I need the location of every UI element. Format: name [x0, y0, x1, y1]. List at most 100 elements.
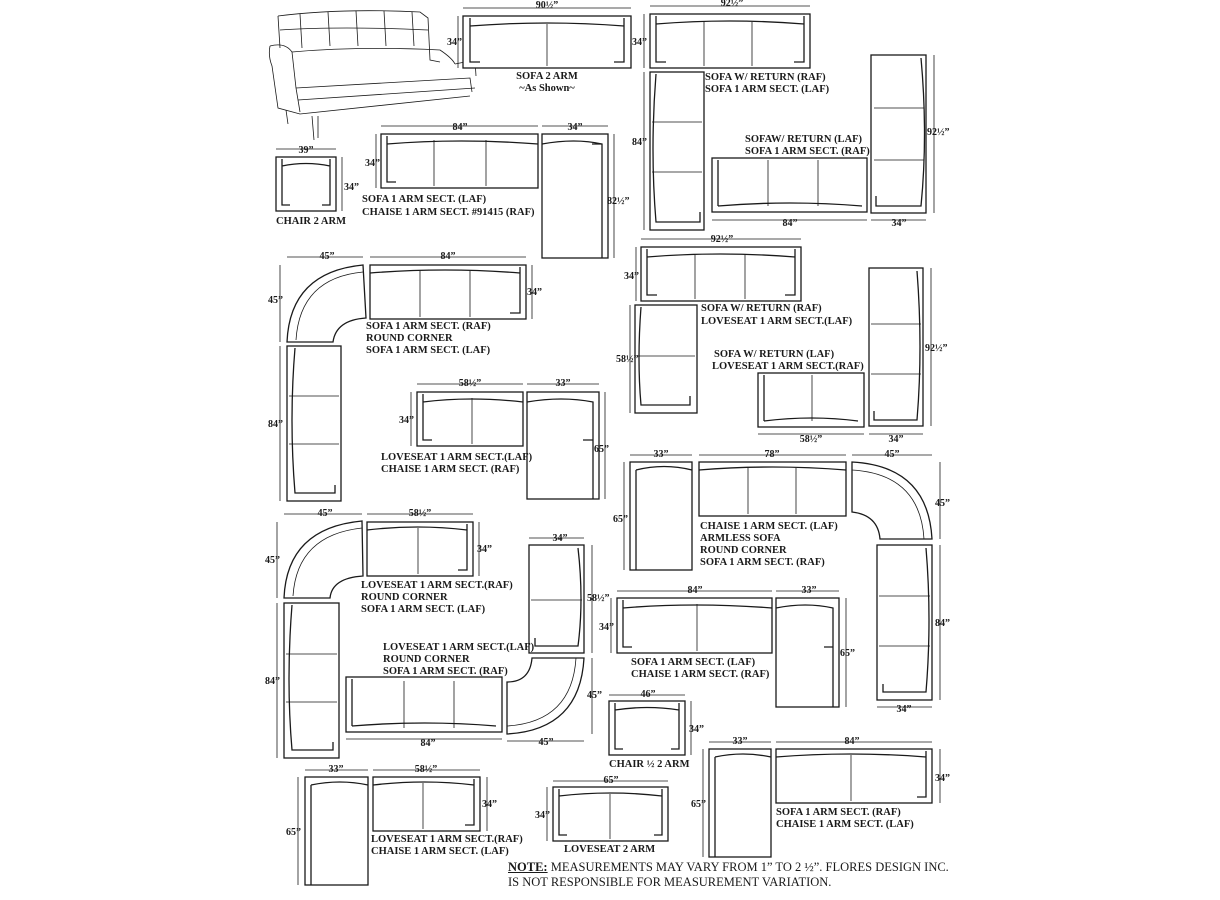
config-label: LOVESEAT 1 ARM SECT.(LAF) — [381, 452, 533, 463]
config-label: LOVESEAT 2 ARM — [564, 844, 655, 855]
note-heading: NOTE: — [508, 860, 548, 874]
dim-length: 58½” — [616, 354, 639, 365]
dim-width: 90½” — [536, 0, 559, 11]
dim-length: 92½” — [925, 343, 948, 354]
dim-width: 58½” — [459, 378, 482, 389]
dim-depth: 34” — [632, 37, 647, 48]
dim-depth: 34” — [482, 799, 497, 810]
chair-half-2-arm-diagram — [608, 694, 692, 756]
dim-chaise-width: 34” — [568, 122, 583, 133]
config-label: ROUND CORNER — [700, 545, 787, 556]
dim-width: 58½” — [800, 434, 823, 445]
loveseat-round-corner-raf-diagram — [345, 537, 593, 742]
measurement-note: NOTE: MEASUREMENTS MAY VARY FROM 1” TO 2… — [508, 860, 968, 890]
dim-chaise-length: 65” — [613, 514, 628, 525]
dim-chaise-width: 33” — [733, 736, 748, 747]
dim-corner-depth: 45” — [268, 295, 283, 306]
config-label: CHAISE 1 ARM SECT. #91415 (RAF) — [362, 207, 535, 218]
dim-width: 84” — [421, 738, 436, 749]
config-label: SOFA W/ RETURN (RAF) — [705, 72, 826, 83]
sofa-round-corner-diagram — [279, 256, 533, 502]
config-label: LOVESEAT 1 ARM SECT.(LAF) — [701, 316, 853, 327]
dim-corner-depth: 45” — [935, 498, 950, 509]
loveseat-2-arm-diagram — [546, 780, 669, 842]
sofa-chaise-raf-diagram — [610, 590, 847, 708]
chair-2-arm-diagram — [275, 148, 343, 212]
dim-length: 58½” — [587, 593, 610, 604]
config-label: CHAISE 1 ARM SECT. (RAF) — [381, 464, 520, 475]
chaise-sofa-raf-diagram — [702, 741, 941, 858]
config-label: ARMLESS SOFA — [700, 533, 781, 544]
dim-depth: 34” — [553, 533, 568, 544]
dim-corner-width: 45” — [539, 737, 554, 748]
config-label: CHAIR 2 ARM — [276, 216, 346, 227]
dim-corner-width: 45” — [320, 251, 335, 262]
sofa-return-loveseat-diagram — [629, 238, 802, 414]
config-label: SOFA 1 ARM SECT. (RAF) — [745, 146, 870, 157]
dim-width: 92½” — [711, 234, 734, 245]
config-label: SOFA W/ RETURN (RAF) — [701, 303, 822, 314]
config-label: ~As Shown~ — [519, 83, 575, 94]
dim-chaise-length: 65” — [594, 444, 609, 455]
dim-depth: 34” — [935, 773, 950, 784]
config-label: SOFA 1 ARM SECT. (LAF) — [705, 84, 830, 95]
dim-depth: 34” — [477, 544, 492, 555]
loveseat-chaise-diagram — [410, 383, 606, 500]
dim-depth: 34” — [689, 724, 704, 735]
dim-width: 39” — [299, 145, 314, 156]
note-line-1: NOTE: MEASUREMENTS MAY VARY FROM 1” TO 2… — [508, 860, 968, 875]
dim-width: 84” — [688, 585, 703, 596]
dim-depth: 34” — [897, 704, 912, 715]
dim-chaise-length: 65” — [286, 827, 301, 838]
dim-chaise-width: 33” — [556, 378, 571, 389]
chaise-armless-round-diagram — [623, 454, 941, 708]
dim-chaise-length: 65” — [840, 648, 855, 659]
config-label: LOVESEAT 1 ARM SECT.(RAF) — [361, 580, 513, 591]
dim-width: 92½” — [721, 0, 744, 9]
config-label: ROUND CORNER — [361, 592, 448, 603]
dim-width: 46” — [641, 689, 656, 700]
dim-chaise-width: 33” — [654, 449, 669, 460]
dim-length: 84” — [268, 419, 283, 430]
config-label: CHAIR ½ 2 ARM — [609, 759, 690, 770]
dim-length: 84” — [265, 676, 280, 687]
config-label: CHAISE 1 ARM SECT. (LAF) — [776, 819, 914, 830]
dim-width: 78” — [765, 449, 780, 460]
dim-depth: 34” — [892, 218, 907, 229]
sofa-2-arm-diagram — [457, 7, 632, 69]
dim-chaise-length: 65” — [691, 799, 706, 810]
config-label: SOFA 2 ARM — [516, 71, 578, 82]
config-label: SOFA 1 ARM SECT. (RAF) — [383, 666, 508, 677]
dim-width: 84” — [845, 736, 860, 747]
config-label: SOFAW/ RETURN (LAF) — [745, 134, 863, 145]
dim-corner-depth: 45” — [265, 555, 280, 566]
dim-chaise-width: 33” — [329, 764, 344, 775]
note-text: MEASUREMENTS MAY VARY FROM 1” TO 2 ½”. F… — [547, 860, 949, 874]
config-label: SOFA 1 ARM SECT. (RAF) — [700, 557, 825, 568]
config-label: LOVESEAT 1 ARM SECT.(RAF) — [371, 834, 523, 845]
config-label: SOFA W/ RETURN (LAF) — [714, 349, 835, 360]
dim-width: 65” — [604, 775, 619, 786]
config-label: SOFA 1 ARM SECT. (RAF) — [366, 321, 491, 332]
dim-length: 84” — [935, 618, 950, 629]
dim-corner-depth: 45” — [587, 690, 602, 701]
sofa-return-loveseat-raf-diagram — [757, 267, 932, 435]
loveseat-round-corner-diagram — [276, 513, 480, 759]
chaise-loveseat-raf-diagram — [297, 769, 488, 886]
dim-chaise-length: 82½” — [607, 196, 630, 207]
dim-corner-width: 45” — [885, 449, 900, 460]
config-label: SOFA 1 ARM SECT. (LAF) — [366, 345, 491, 356]
dim-corner-width: 45” — [318, 508, 333, 519]
dim-depth: 34” — [624, 271, 639, 282]
dim-depth: 34” — [889, 434, 904, 445]
dim-width: 84” — [783, 218, 798, 229]
config-label: SOFA 1 ARM SECT. (LAF) — [362, 194, 487, 205]
config-label: CHAISE 1 ARM SECT. (RAF) — [631, 669, 770, 680]
dim-depth: 34” — [535, 810, 550, 821]
note-line-2: IS NOT RESPONSIBLE FOR MEASUREMENT VARIA… — [508, 875, 832, 889]
config-label: SOFA 1 ARM SECT. (RAF) — [776, 807, 901, 818]
config-label: ROUND CORNER — [366, 333, 453, 344]
dim-length: 92½” — [927, 127, 950, 138]
dim-depth: 34” — [365, 158, 380, 169]
